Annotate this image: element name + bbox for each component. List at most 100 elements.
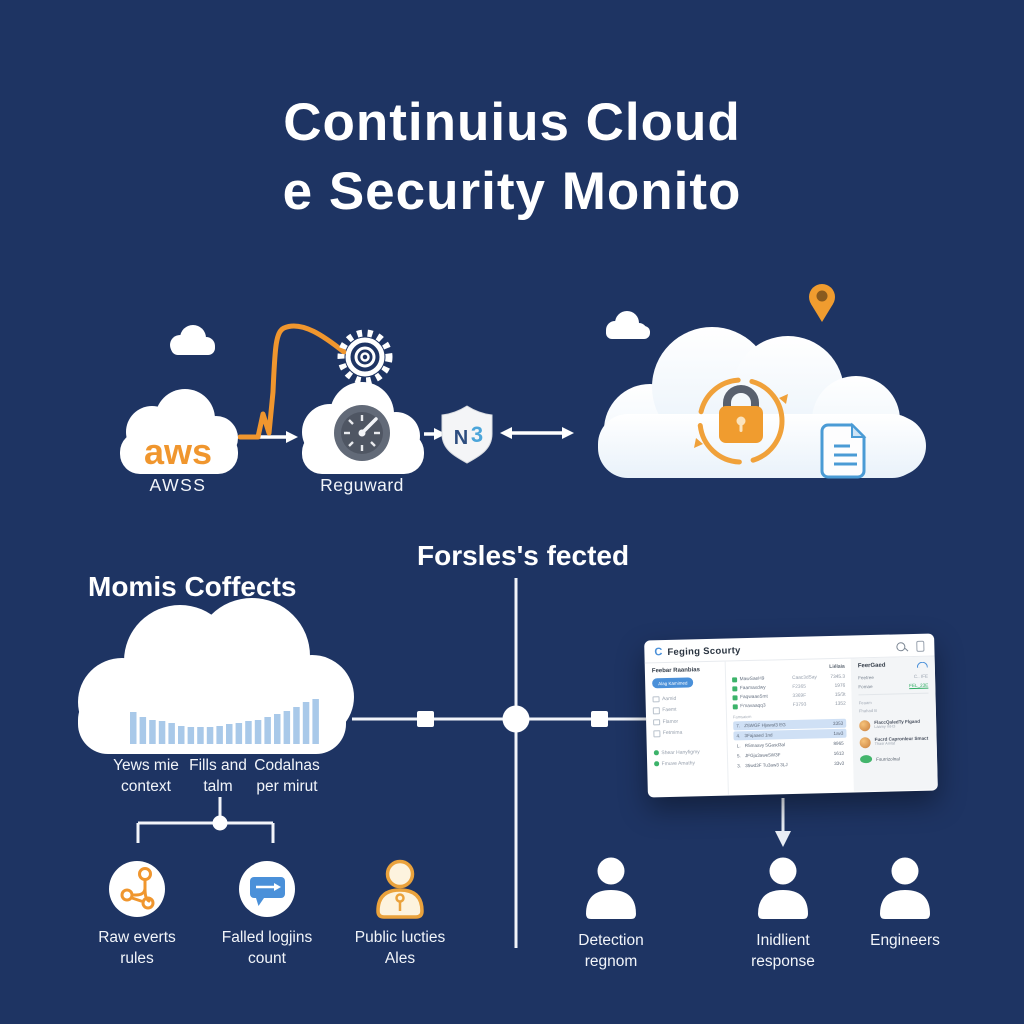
row-label: Faamaxdwy (739, 685, 766, 692)
public-alert-label: Public lucties Ales (355, 927, 445, 969)
person-sub: Laamy mt-t3 (874, 724, 896, 729)
public-alert-icon (376, 859, 424, 919)
sidebar-status-item[interactable]: Fmuve Amathy (654, 757, 720, 770)
title-line-2: e Security Monito (282, 162, 742, 221)
row-col2: 15/3t (834, 692, 846, 698)
failed-logins-icon (239, 861, 295, 917)
refresh-arc-icon[interactable] (916, 661, 928, 668)
subrow-label: JFGju3awe5W3F (744, 752, 781, 759)
subrow-value: 1av3 (833, 730, 844, 736)
location-pin-icon (809, 284, 835, 322)
bar (206, 727, 214, 744)
search-icon[interactable] (896, 641, 906, 651)
detection-label-line1: Detection (578, 932, 644, 949)
bar (254, 720, 262, 744)
bar (283, 711, 291, 744)
gear-icon (337, 329, 393, 385)
bar (187, 727, 195, 744)
menu-item-icon (652, 695, 660, 703)
person-sub: Thasr Amlat (874, 741, 896, 746)
security-dashboard-mockup: C Feging Scourty Feebar Raanbias Alag Ka… (644, 633, 938, 798)
menu-item-label: Aamid (661, 695, 677, 702)
subrow-value: 33v3 (834, 760, 845, 766)
bar (302, 702, 310, 744)
avatar (859, 737, 871, 749)
double-arrow (500, 427, 574, 439)
detection-person-icon (586, 857, 636, 919)
collector-label-3: Codalnas per mirut (254, 755, 320, 797)
aws-cloud-icon: aws (120, 389, 238, 474)
menu-item-label: Fetmima (662, 729, 683, 737)
kv-label: Feetree (858, 674, 875, 681)
gauge-icon (334, 405, 390, 461)
bar (178, 726, 185, 744)
kv-value: FEL_23E (909, 682, 929, 689)
panel-divider (858, 692, 929, 696)
subrow-label: 3Fajaaed 1nd (744, 732, 773, 739)
shield-letter-3: 3 (471, 422, 483, 447)
failed-logins-label-line1: Falled logjins (221, 929, 313, 946)
connector-lines (352, 578, 646, 948)
metric-spike-line (237, 323, 347, 440)
engineers-label: Engineers (870, 930, 940, 951)
document-icon (820, 422, 867, 479)
subrow-number: L. (736, 743, 741, 749)
menu-item-label: Faemt (662, 707, 677, 714)
panel-heading: FeerGaed (857, 662, 886, 670)
row-col1: Caac3dSay (792, 675, 817, 681)
bar (216, 726, 223, 744)
bracket-connector (136, 797, 275, 843)
bar (149, 720, 156, 744)
failed-logins-label: Falled logjins count (222, 927, 312, 969)
engineers-label-line1: Engineers (870, 932, 940, 949)
menu-icon[interactable] (916, 640, 925, 652)
row-col2: 7345.3 (830, 674, 846, 681)
table-header-right: Liélaia (829, 663, 845, 671)
panel-kv-row: Fomae FEL_23E (858, 681, 928, 692)
bar (226, 724, 233, 744)
subrow-number: 7. (736, 723, 741, 729)
sidebar-selected-item[interactable]: Alag Kamimed (652, 677, 694, 689)
status-item-label: Fmuve Amathy (661, 759, 696, 767)
incident-person-icon (758, 857, 808, 919)
title-line-1: Continuius Cloud (283, 93, 741, 152)
small-cloud-icon-2 (606, 311, 650, 339)
dashboard-logo: C (654, 646, 663, 659)
secure-cloud-icon (598, 327, 926, 479)
row-col2: 1352 (835, 701, 846, 707)
status-blob-icon (859, 755, 873, 764)
failed-logins-label-line2: count (248, 950, 286, 967)
collector-label-1-line1: Yews mie (113, 757, 179, 774)
subrow-value: 3353 (832, 720, 844, 726)
kv-label: Fomae (858, 683, 873, 690)
collector-label-1-line2: context (121, 778, 171, 795)
panel-small-row: Fhahad B (858, 707, 878, 713)
bar (293, 707, 300, 744)
green-dot-icon (653, 750, 659, 756)
subrow-label: Z5WGF Hjawst3 EG (744, 722, 786, 729)
row-label: MawSaeH9 (739, 676, 765, 683)
collector-label-2-line2: talm (203, 778, 233, 795)
bar (235, 723, 243, 744)
bar (245, 721, 252, 744)
menu-item-icon (652, 707, 660, 714)
incident-label: Inidlient response (751, 930, 815, 972)
bar (312, 699, 319, 744)
bar (264, 717, 271, 744)
menu-item-icon (653, 730, 660, 737)
public-alert-label-line1: Public lucties (354, 929, 446, 946)
engineer-person-icon (880, 857, 930, 919)
bar-chart (130, 699, 319, 744)
detection-label-line2: regnom (584, 953, 638, 970)
collector-label-2: Fills and talm (189, 755, 247, 797)
sidebar-menu-item[interactable]: Fetmima (653, 726, 719, 739)
